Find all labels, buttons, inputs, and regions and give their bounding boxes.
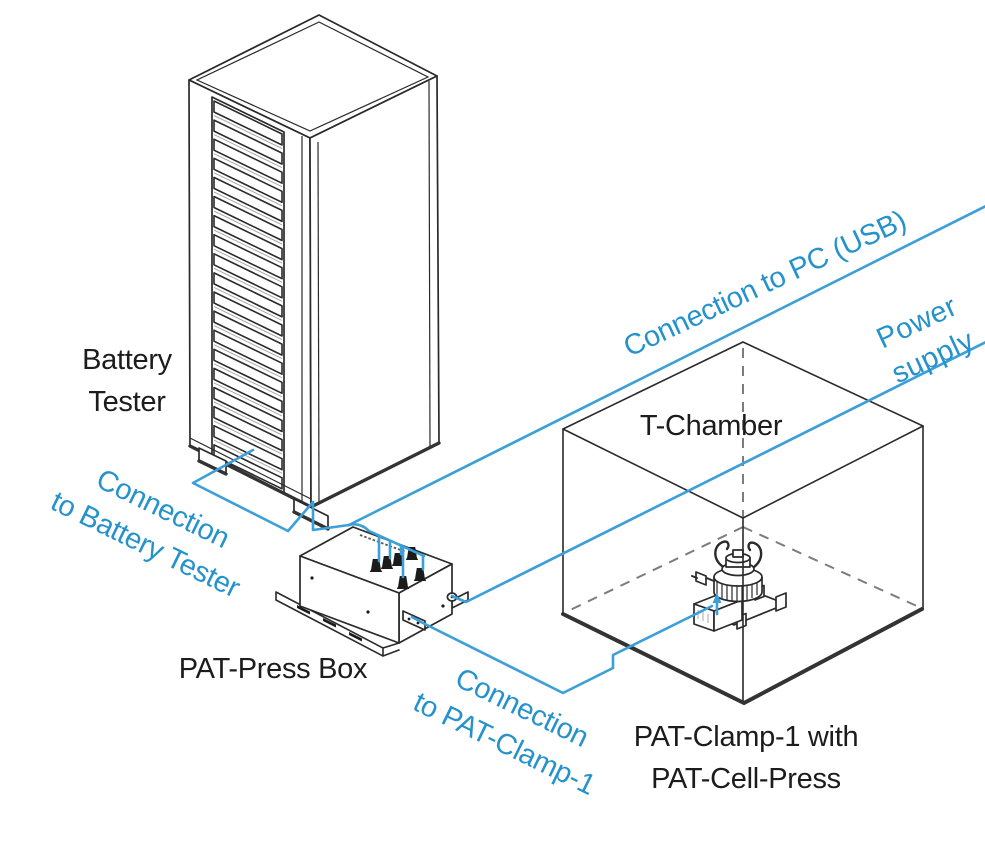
label-t-chamber: T-Chamber xyxy=(639,410,783,442)
cable-arrowhead xyxy=(712,593,722,603)
t-chamber-edges xyxy=(561,341,924,706)
drawer-slats xyxy=(213,100,283,490)
battery-tester-illustration xyxy=(188,14,441,531)
label-pat-clamp-line2: PAT-Cell-Press xyxy=(651,763,841,795)
cables xyxy=(191,205,985,695)
label-pat-press-box: PAT-Press Box xyxy=(178,653,368,685)
cable-power xyxy=(450,341,985,604)
terminal-posts xyxy=(369,547,427,589)
label-pat-clamp-line1: PAT-Clamp-1 with xyxy=(633,721,859,753)
cable-battery-tester xyxy=(191,448,351,533)
label-battery-tester-line2: Tester xyxy=(88,386,166,418)
cable-usb xyxy=(347,205,985,527)
label-pat-clamp: PAT-Clamp-1 with PAT-Cell-Press xyxy=(634,716,859,800)
cable-bundle xyxy=(347,523,426,579)
label-battery-tester: Battery Tester xyxy=(82,339,172,423)
pat-press-box-illustration xyxy=(275,526,469,657)
label-battery-tester-line1: Battery xyxy=(82,344,172,376)
pat-clamp-illustration xyxy=(691,540,787,632)
cable-pat-clamp xyxy=(410,604,714,695)
t-chamber-illustration xyxy=(565,348,920,613)
